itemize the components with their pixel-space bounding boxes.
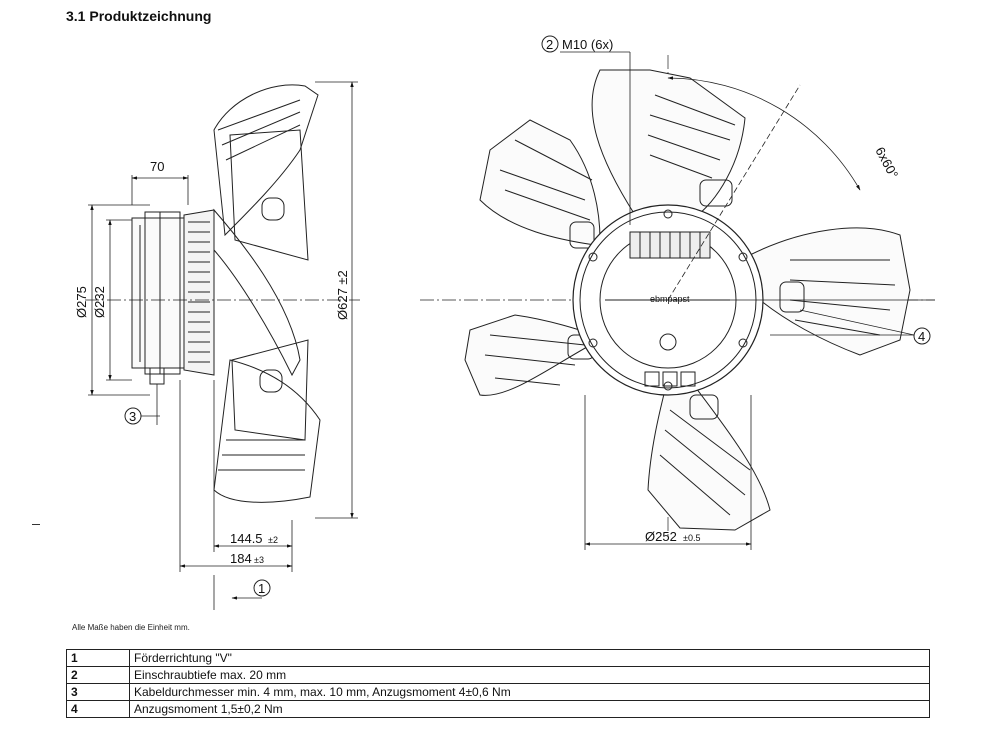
dim-depth-tol: ±2 bbox=[268, 535, 278, 545]
cable-gland bbox=[149, 367, 165, 385]
margin-mark bbox=[32, 524, 40, 525]
unit-note: Alle Maße haben die Einheit mm. bbox=[72, 623, 190, 632]
callout-1-circle bbox=[253, 579, 271, 597]
bolt-hole-1 bbox=[663, 209, 673, 219]
cable-gland-c bbox=[680, 371, 696, 387]
side-view bbox=[85, 84, 360, 503]
legend-text: Kabeldurchmesser min. 4 mm, max. 10 mm, … bbox=[129, 683, 930, 701]
angle-label: 6x60° bbox=[872, 144, 901, 181]
front-dimensions bbox=[560, 51, 935, 550]
dim-d232: Ø232 bbox=[92, 286, 107, 318]
blade-side-profile bbox=[213, 84, 321, 503]
motor-housing bbox=[131, 217, 185, 369]
bolt-hole-2 bbox=[738, 252, 748, 262]
dim-d627: Ø627 ±2 bbox=[335, 270, 350, 320]
dim-d252: Ø252 bbox=[645, 529, 677, 544]
section-title: 3.1 Produktzeichnung bbox=[66, 8, 212, 24]
technical-drawing: 70 Ø275 Ø232 Ø627 ±2 144.5 ±2 184 ±3 3 1 bbox=[74, 35, 935, 610]
legend-row: 2 Einschraubtiefe max. 20 mm bbox=[66, 666, 930, 684]
dim-total-tol: ±3 bbox=[254, 555, 264, 565]
side-dimensions bbox=[88, 81, 358, 610]
callout-3-circle bbox=[124, 407, 142, 425]
legend-text: Anzugsmoment 1,5±0,2 Nm bbox=[129, 700, 930, 718]
cable-gland-a bbox=[644, 371, 660, 387]
legend-row: 4 Anzugsmoment 1,5±0,2 Nm bbox=[66, 700, 930, 718]
thread-label: M10 (6x) bbox=[562, 37, 613, 52]
legend-table: 1 Förderrichtung "V" 2 Einschraubtiefe m… bbox=[66, 649, 930, 718]
legend-row: 3 Kabeldurchmesser min. 4 mm, max. 10 mm… bbox=[66, 683, 930, 701]
callout-3: 3 bbox=[129, 409, 136, 424]
legend-text: Förderrichtung "V" bbox=[129, 649, 930, 667]
legend-num: 2 bbox=[66, 666, 130, 684]
callout-4: 4 bbox=[918, 329, 925, 344]
blade-right bbox=[749, 227, 911, 356]
dim-depth: 144.5 bbox=[230, 531, 263, 546]
motor-flange bbox=[144, 211, 181, 375]
dim-total: 184 bbox=[230, 551, 252, 566]
cable-gland-b bbox=[662, 371, 678, 387]
dim-width-top: 70 bbox=[150, 159, 164, 174]
dim-d275: Ø275 bbox=[74, 286, 89, 318]
legend-num: 1 bbox=[66, 649, 130, 667]
callout-2-circle bbox=[541, 35, 559, 53]
blade-left bbox=[479, 119, 601, 249]
legend-text: Einschraubtiefe max. 20 mm bbox=[129, 666, 930, 684]
blade-top bbox=[591, 69, 746, 221]
legend-row: 1 Förderrichtung "V" bbox=[66, 649, 930, 667]
blade-bottom-right bbox=[647, 379, 771, 531]
cooling-fins bbox=[183, 209, 215, 376]
brand-label: ebmpapst bbox=[650, 294, 690, 304]
bolt-hole-6 bbox=[588, 252, 598, 262]
ground-symbol bbox=[659, 333, 677, 351]
bolt-hole-3 bbox=[738, 338, 748, 348]
bolt-hole-5 bbox=[588, 338, 598, 348]
legend-num: 4 bbox=[66, 700, 130, 718]
callout-2: 2 bbox=[546, 37, 553, 52]
callout-1: 1 bbox=[258, 581, 265, 596]
legend-num: 3 bbox=[66, 683, 130, 701]
callout-4-circle bbox=[913, 327, 931, 345]
dim-d252-tol: ±0.5 bbox=[683, 533, 700, 543]
